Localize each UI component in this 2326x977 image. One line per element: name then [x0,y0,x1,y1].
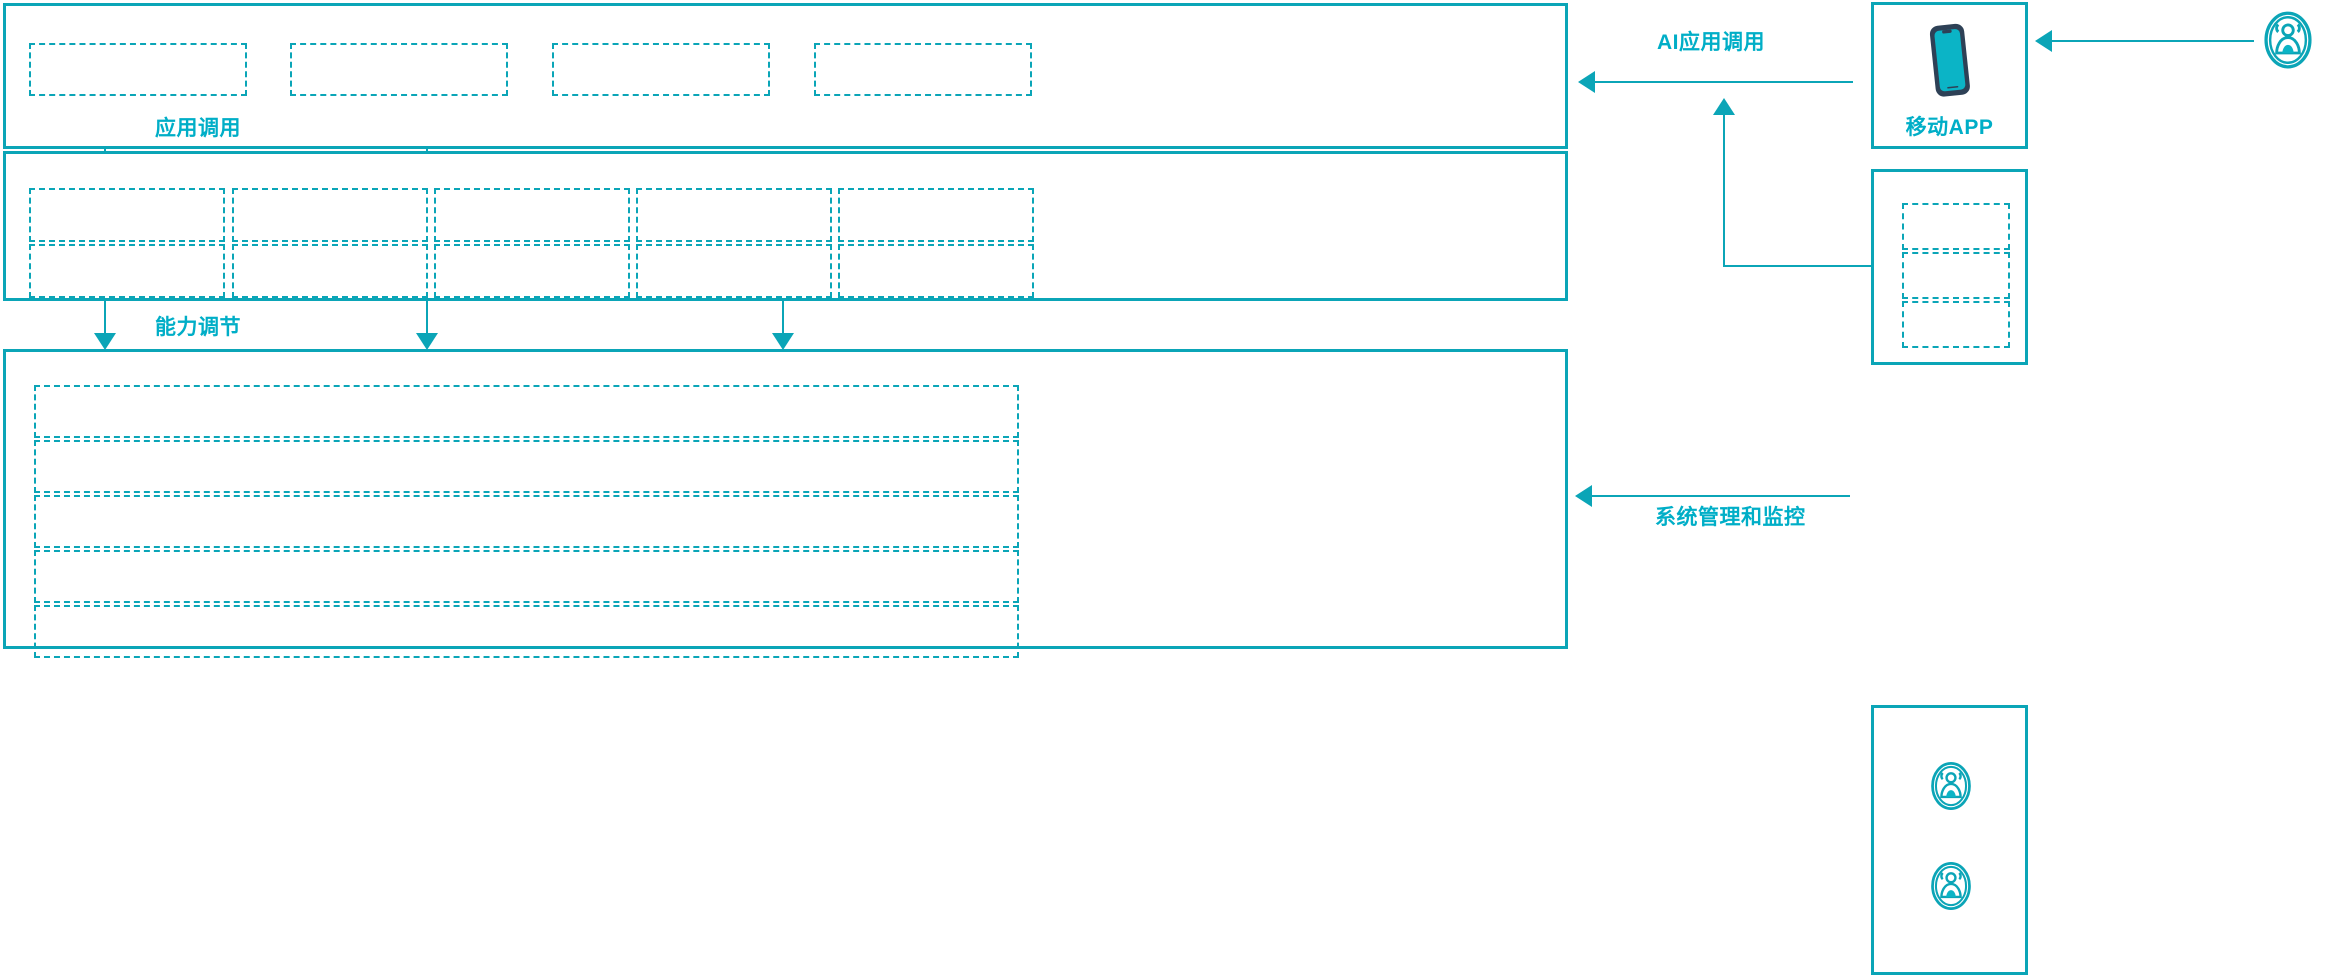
channel-slot-2[interactable] [1902,252,2010,299]
application-slot-2[interactable] [290,43,508,96]
capability-slot-r2c4[interactable] [636,244,832,298]
user-group-icon [2264,11,2312,69]
ai-app-invoke-arrow-head [1578,71,1595,93]
channel-slot-1[interactable] [1902,203,2010,250]
admin-panel [1871,705,2028,975]
capability-adjust-label: 能力调节 [155,316,241,339]
application-slot-1[interactable] [29,43,247,96]
ai-app-invoke-label: AI应用调用 [1657,31,1765,54]
channel-feed-hline [1723,265,1871,267]
platform-row-3[interactable] [34,495,1019,548]
capability-slot-r1c3[interactable] [434,188,630,242]
user-group-icon [1931,862,1971,910]
sys-manage-hline [1592,495,1850,497]
capability-adjust-arrow-3-head [772,333,794,350]
channel-feed-arrow-head [1713,98,1735,115]
capability-adjust-arrow-2-line [426,301,428,338]
capability-adjust-arrow-2-head [416,333,438,350]
mobile-app-caption: 移动APP [1905,116,1994,139]
capability-slot-r2c5[interactable] [838,244,1034,298]
capability-adjust-arrow-1-line [104,301,106,338]
mobile-phone-icon [1929,23,1970,97]
capability-slot-r1c2[interactable] [232,188,428,242]
ai-app-invoke-hline [1595,81,1853,83]
capability-layer-panel [3,151,1568,301]
capability-slot-r1c4[interactable] [636,188,832,242]
capability-slot-r2c1[interactable] [29,244,225,298]
external-user-arrow-head [2035,30,2052,52]
mobile-app-panel: 移动APP [1871,2,2028,149]
app-invoke-label: 应用调用 [155,117,241,140]
external-user-hline [2052,40,2254,42]
capability-slot-r1c1[interactable] [29,188,225,242]
channel-panel [1871,169,2028,365]
application-layer-panel [3,3,1568,149]
capability-slot-r2c3[interactable] [434,244,630,298]
sys-manage-label: 系统管理和监控 [1655,506,1806,529]
sys-manage-arrow-head [1575,485,1592,507]
application-slot-3[interactable] [552,43,770,96]
platform-row-2[interactable] [34,440,1019,493]
capability-slot-r2c2[interactable] [232,244,428,298]
platform-layer-panel [3,349,1568,658]
capability-adjust-arrow-3-line [782,301,784,338]
capability-slot-r1c5[interactable] [838,188,1034,242]
capability-adjust-arrow-1-head [94,333,116,350]
application-slot-4[interactable] [814,43,1032,96]
user-group-icon [1931,762,1971,810]
channel-slot-3[interactable] [1902,301,2010,348]
platform-row-1[interactable] [34,385,1019,438]
platform-row-4[interactable] [34,550,1019,603]
channel-feed-vline [1723,114,1725,266]
platform-row-5[interactable] [34,605,1019,658]
